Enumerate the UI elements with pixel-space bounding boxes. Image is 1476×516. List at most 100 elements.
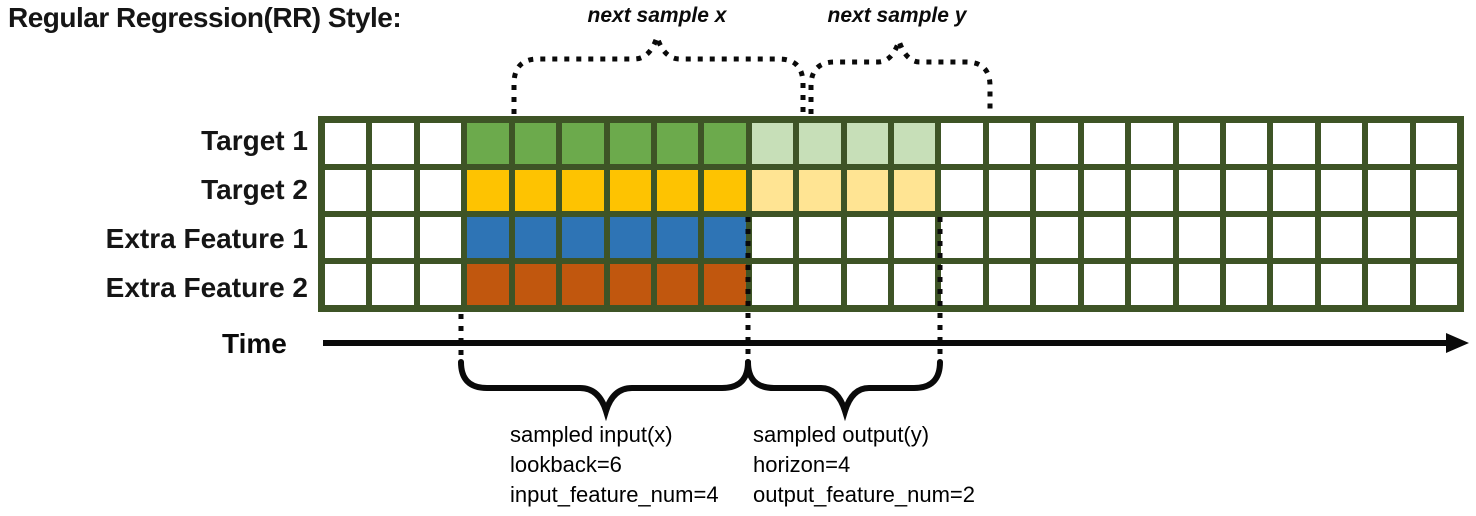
time-axis-arrowhead: [1446, 333, 1469, 353]
grid-cell: [1368, 170, 1410, 211]
grid-cell: [1083, 123, 1126, 164]
grid-cell: [799, 264, 841, 305]
grid-cell: [1368, 264, 1410, 305]
next-sample-x-brace: [511, 28, 806, 114]
grid-cell: [941, 217, 983, 258]
grid-row-label-target-2: Target 2: [201, 174, 308, 205]
grid-cell: [514, 170, 557, 211]
grid-cell: [846, 217, 888, 258]
grid-cell: [609, 217, 651, 258]
grid-cell: [1273, 123, 1315, 164]
grid-cell: [419, 217, 462, 258]
grid-cell: [656, 123, 699, 164]
grid-cell: [751, 123, 794, 164]
grid-cell: [1131, 264, 1173, 305]
grid-cell: [751, 264, 794, 305]
grid-cell: [1131, 217, 1173, 258]
sampled-input-title: sampled input(x): [510, 422, 673, 447]
grid-cell: [894, 170, 936, 211]
grid-cell: [1368, 217, 1410, 258]
grid-cell: [372, 170, 414, 211]
grid-cell: [1178, 217, 1220, 258]
grid-cell: [1415, 170, 1457, 211]
grid-cell: [1415, 264, 1457, 305]
grid-cell: [988, 264, 1031, 305]
grid-cell: [1273, 217, 1315, 258]
grid-cell: [514, 217, 557, 258]
grid-cell: [562, 170, 604, 211]
grid-cell: [1083, 217, 1126, 258]
grid-cell: [562, 264, 604, 305]
grid-cell: [988, 170, 1031, 211]
grid-cell: [1415, 123, 1457, 164]
grid-cell: [609, 170, 651, 211]
grid-cell: [1415, 217, 1457, 258]
sample-grid: [318, 116, 1464, 312]
grid-cell: [1036, 123, 1078, 164]
grid-cell: [1178, 264, 1220, 305]
next-sample-x-label: next sample x: [587, 4, 727, 27]
grid-cell: [467, 217, 509, 258]
grid-cell: [1320, 170, 1363, 211]
grid-cell: [1083, 170, 1126, 211]
grid-cell: [894, 217, 936, 258]
grid-cell: [988, 217, 1031, 258]
grid-cell: [846, 264, 888, 305]
output-feature-num-value: output_feature_num=2: [753, 482, 976, 507]
grid-cell: [1131, 123, 1173, 164]
grid-cell: [941, 264, 983, 305]
lookback-value: lookback=6: [510, 452, 622, 477]
grid-cell: [1225, 170, 1268, 211]
grid-cell: [846, 170, 888, 211]
grid-cell: [1273, 264, 1315, 305]
grid-cell: [325, 123, 367, 164]
grid-cell: [1320, 217, 1363, 258]
grid-cell: [751, 170, 794, 211]
grid-cell: [1083, 264, 1126, 305]
input-feature-num-value: input_feature_num=4: [510, 482, 719, 507]
horizon-value: horizon=4: [753, 452, 851, 477]
grid-cell: [467, 264, 509, 305]
grid-row-label-extra-feature-1: Extra Feature 1: [105, 223, 308, 254]
grid-cell: [799, 123, 841, 164]
grid-cell: [562, 217, 604, 258]
grid-cell: [325, 170, 367, 211]
grid-row-label-target-1: Target 1: [201, 125, 308, 156]
grid-cell: [419, 264, 462, 305]
grid-cell: [704, 123, 746, 164]
grid-cell: [562, 123, 604, 164]
sampled-input-brace: [458, 359, 751, 422]
grid-cell: [799, 170, 841, 211]
sampled-output-brace: [745, 359, 943, 422]
grid-cell: [1225, 217, 1268, 258]
grid-cell: [1131, 170, 1173, 211]
grid-cell: [941, 170, 983, 211]
next-sample-y-brace: [808, 33, 993, 114]
grid-cell: [325, 217, 367, 258]
grid-cell: [1320, 123, 1363, 164]
sampled-output-annotation: sampled output(y) horizon=4 output_featu…: [753, 420, 975, 510]
grid-cell: [467, 123, 509, 164]
grid-cell: [941, 123, 983, 164]
grid-cell: [609, 123, 651, 164]
grid-cell: [1036, 217, 1078, 258]
diagram-title: Regular Regression(RR) Style:: [8, 2, 402, 33]
grid-cell: [325, 264, 367, 305]
grid-cell: [419, 170, 462, 211]
grid-cell: [514, 264, 557, 305]
sampled-output-title: sampled output(y): [753, 422, 930, 447]
grid-cell: [372, 217, 414, 258]
grid-cell: [894, 123, 936, 164]
grid-cell: [372, 123, 414, 164]
grid-cell: [1178, 123, 1220, 164]
grid-cell: [467, 170, 509, 211]
grid-cell: [1320, 264, 1363, 305]
grid-cell: [704, 170, 746, 211]
grid-cell: [1273, 170, 1315, 211]
grid-cell: [751, 217, 794, 258]
grid-cell: [894, 264, 936, 305]
grid-cell: [988, 123, 1031, 164]
time-axis-label: Time: [222, 328, 287, 359]
grid-row-label-extra-feature-2: Extra Feature 2: [105, 272, 308, 303]
